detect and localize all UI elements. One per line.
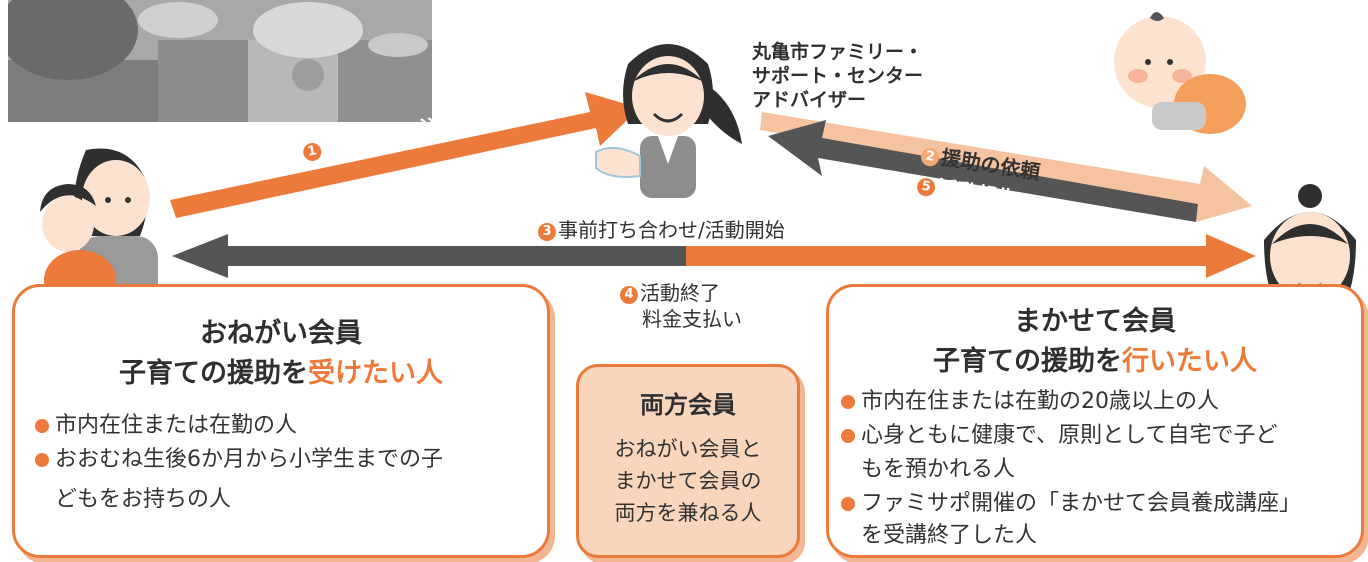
- makasete-title: まかせて会員: [1014, 306, 1176, 337]
- makasete-requirements: 市内在住または在勤の20歳以上の人 心身ともに健康で、原則として自宅で子ど: [841, 385, 1353, 453]
- onegai-subtitle: 子育ての援助を受けたい人: [15, 351, 547, 390]
- advisor-name-line3: アドバイザー: [752, 89, 867, 111]
- makasete-requirements-2: ファミサポ開催の「まかせて会員養成講座」: [841, 487, 1353, 521]
- arrow-step3: [172, 234, 1256, 278]
- makasete-subtitle-pre: 子育ての援助を: [933, 346, 1122, 377]
- onegai-item: 市内在住または在勤の人: [35, 409, 535, 443]
- activity-photo: [8, 0, 432, 122]
- step4-number: 4: [620, 285, 638, 304]
- makasete-subtitle: 子育ての援助を行いたい人: [829, 339, 1361, 378]
- arrow-step5: [768, 120, 1198, 222]
- makasete-item: ファミサポ開催の「まかせて会員養成講座」: [841, 487, 1353, 521]
- onegai-member-card: おねがい会員 子育ての援助を受けたい人 市内在住または在勤の人 おおむね生後6か…: [12, 284, 550, 558]
- ryouhou-title: 両方会員: [640, 391, 736, 419]
- step1-number: 1: [301, 140, 323, 163]
- ryouhou-line1: おねがい会員と: [614, 437, 762, 461]
- arrow-step2: [760, 112, 1252, 222]
- step2-number: 2: [919, 146, 941, 167]
- ryouhou-member-card: 両方会員 おねがい会員と まかせて会員の 両方を兼ねる人: [576, 364, 800, 558]
- ryouhou-description: おねがい会員と まかせて会員の 両方を兼ねる人: [579, 433, 797, 529]
- arrow-step1: [170, 92, 640, 218]
- ryouhou-line3: 両方を兼ねる人: [614, 501, 762, 525]
- step4-text-line1: 活動終了: [640, 281, 720, 305]
- step5-number: 5: [915, 176, 937, 197]
- ryouhou-line2: まかせて会員の: [614, 469, 762, 493]
- advisor-illustration: [595, 44, 742, 198]
- makasete-member-card: まかせて会員 子育ての援助を行いたい人 市内在住または在勤の20歳以上の人 心身…: [826, 284, 1364, 558]
- onegai-title: おねがい会員: [200, 318, 362, 349]
- makasete-item: 心身ともに健康で、原則として自宅で子ど: [841, 419, 1353, 453]
- makasete-item-continued: もを預かれる人: [861, 457, 1016, 482]
- onegai-item: おおむね生後6か月から小学生までの子: [35, 443, 535, 477]
- advisor-name-line2: サポート・センター: [752, 65, 924, 87]
- advisor-name-line1: 丸亀市ファミリー・: [752, 41, 924, 63]
- photo-illustration: [8, 0, 432, 122]
- onegai-item-continued: どもをお持ちの人: [55, 487, 232, 512]
- step4-text-line2: 料金支払い: [642, 307, 742, 331]
- onegai-subtitle-highlight: 受けたい人: [308, 358, 443, 389]
- onegai-subtitle-pre: 子育ての援助を: [119, 358, 308, 389]
- step3-number: 3: [538, 222, 556, 241]
- advisor-name: 丸亀市ファミリー・ サポート・センター アドバイザー: [752, 40, 923, 112]
- step3-text: 事前打ち合わせ/活動開始: [558, 218, 785, 242]
- makasete-subtitle-highlight: 行いたい人: [1122, 346, 1257, 377]
- baby-illustration: [1114, 12, 1246, 134]
- makasete-item: 市内在住または在勤の20歳以上の人: [841, 385, 1353, 419]
- onegai-requirements: 市内在住または在勤の人 おおむね生後6か月から小学生までの子: [35, 409, 535, 477]
- makasete-item-continued: を受講終了した人: [861, 523, 1038, 548]
